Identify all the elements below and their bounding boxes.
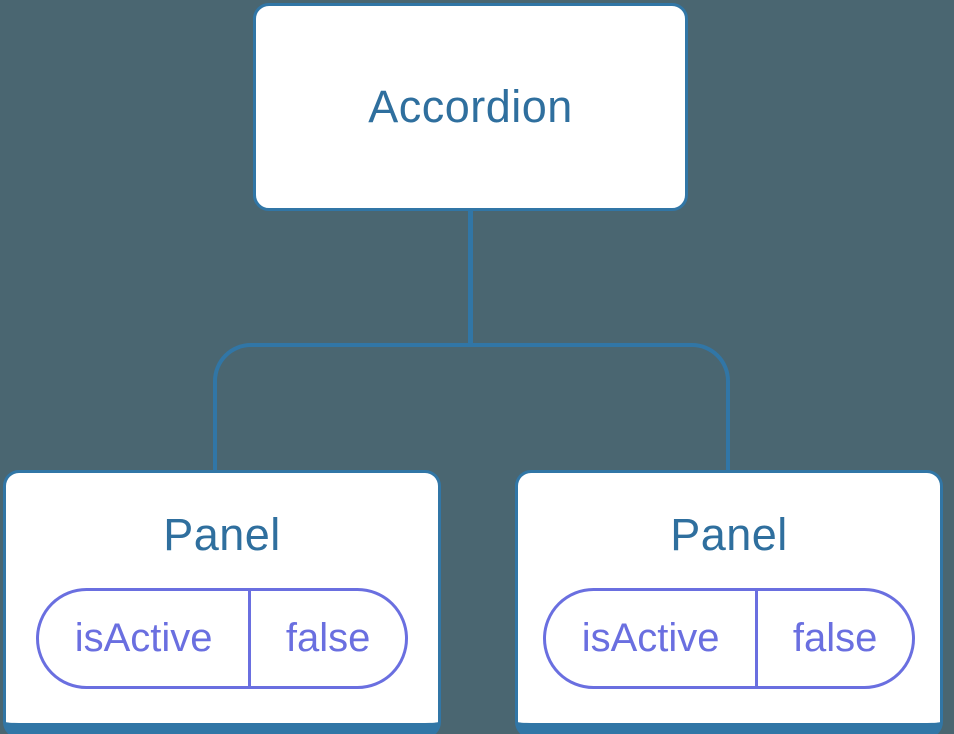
connector-bracket <box>213 343 730 472</box>
connector-stub <box>468 209 473 347</box>
state-value-cell: false <box>792 616 878 660</box>
state-value-cell: false <box>285 616 371 660</box>
accordion-node-label: Accordion <box>368 81 573 132</box>
panel-node-right: Panel isActive false <box>515 470 943 734</box>
panel-node-left: Panel isActive false <box>3 470 441 734</box>
panel-node-label: Panel <box>163 509 281 560</box>
state-pill: isActive false <box>36 588 408 689</box>
state-name-cell: isActive <box>546 591 759 686</box>
state-pill: isActive false <box>543 588 915 689</box>
state-name-cell: isActive <box>39 591 252 686</box>
accordion-node: Accordion <box>253 3 688 211</box>
panel-node-label: Panel <box>670 509 788 560</box>
